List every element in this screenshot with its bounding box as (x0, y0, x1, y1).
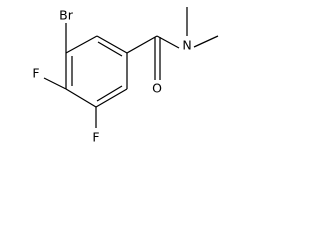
bond-c-f-top (43, 77, 67, 90)
ring-bond-c4-c5 (65, 88, 97, 108)
ring-bond-c3-c4 (95, 88, 128, 108)
bond-ring-carbonyl (126, 35, 158, 54)
bond-carbonyl-n (156, 35, 180, 49)
benzene-ring (65, 35, 128, 108)
atom-label-n: N (182, 38, 191, 53)
chemical-structure: Br F F O N (32, 7, 219, 145)
bond-n-methyl-right (193, 35, 219, 48)
ring-double-bond-c1-c2 (97, 41, 123, 57)
ring-bond-c6-c1 (65, 35, 98, 54)
atom-label-br: Br (59, 8, 74, 23)
atom-label-f-bottom: F (92, 130, 99, 145)
ring-bond-c1-c2 (96, 35, 128, 54)
ring-double-bond-c3-c4 (96, 85, 123, 102)
atom-label-f-top: F (32, 66, 39, 81)
atom-label-o: O (152, 81, 162, 96)
